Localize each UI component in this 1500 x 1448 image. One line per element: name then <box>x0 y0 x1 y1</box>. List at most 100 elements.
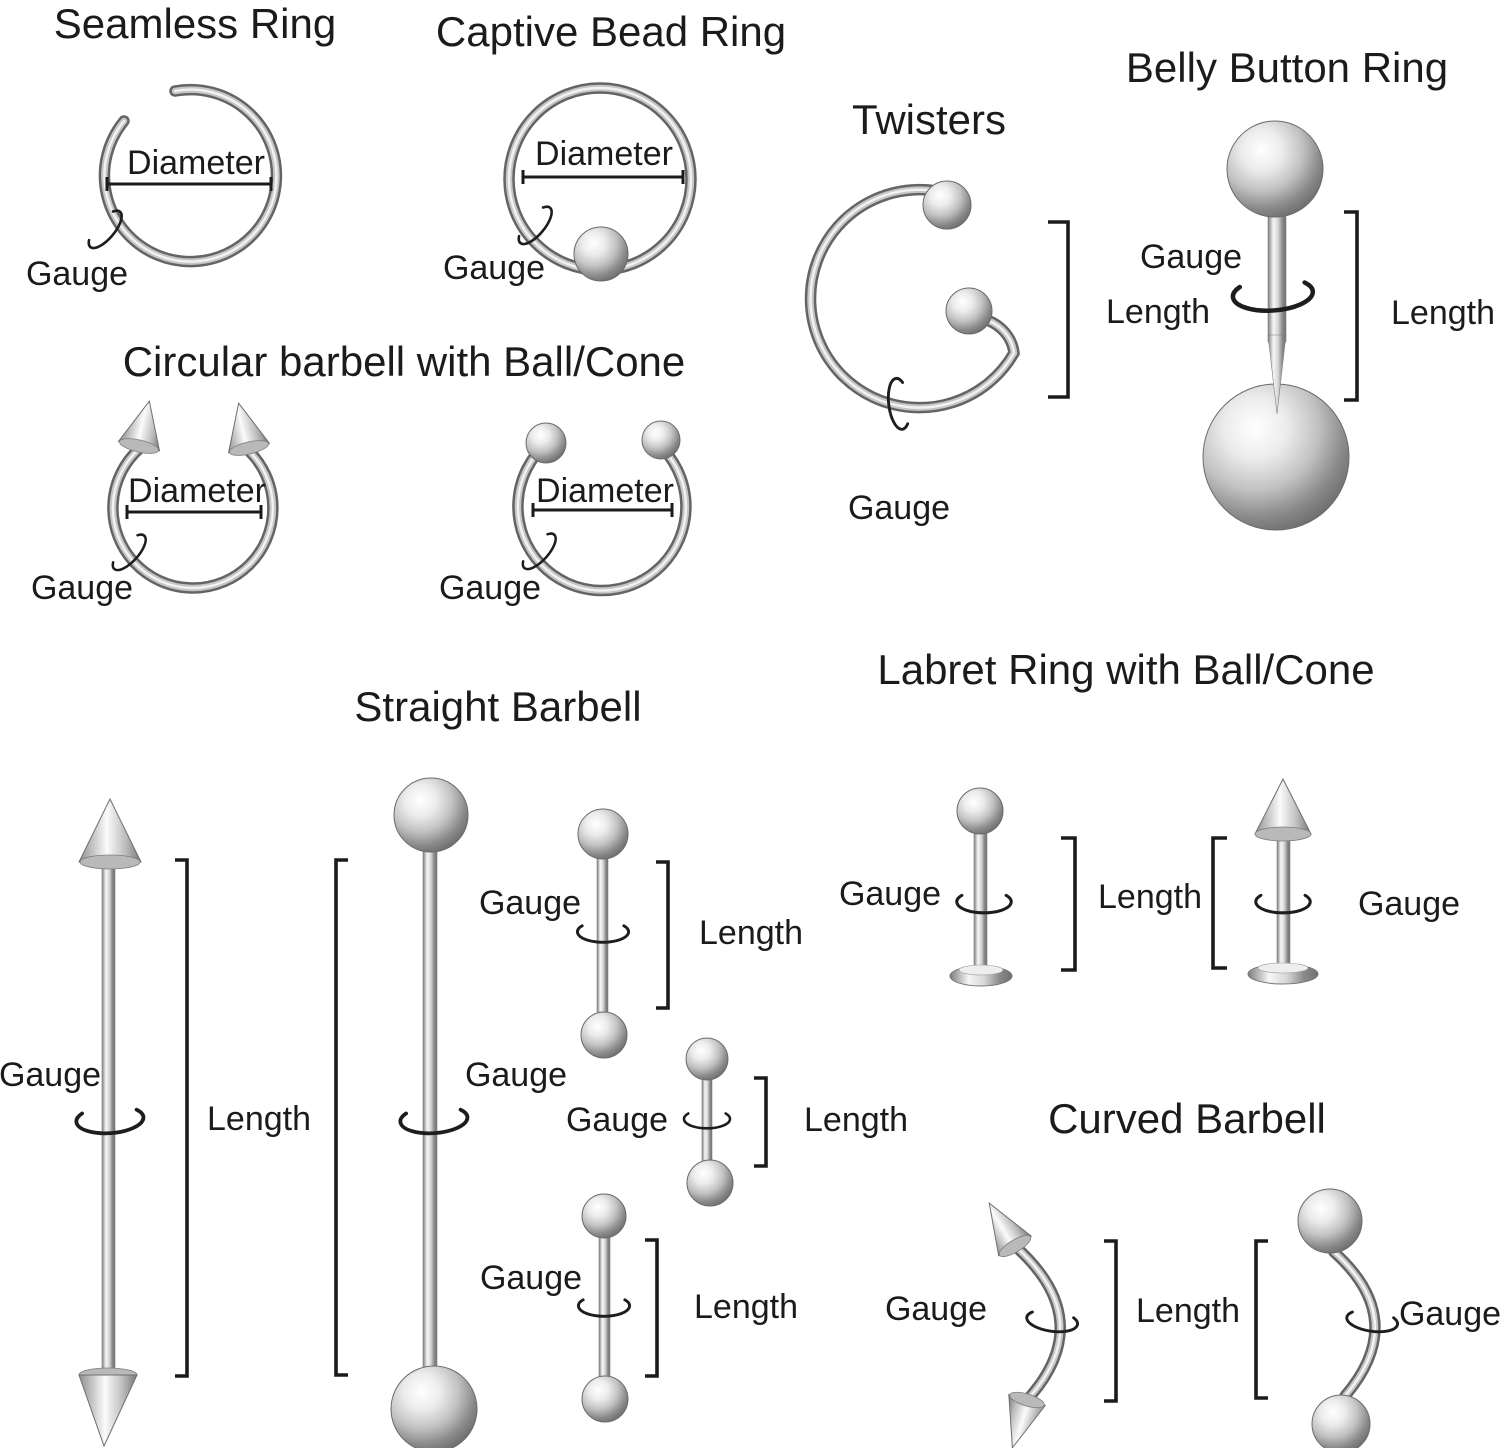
horseshoe-ball-diameter-line <box>531 503 674 517</box>
small-barbell-bottom-length-label: Length <box>694 1288 798 1326</box>
curved-bottom-ball <box>1311 1394 1371 1448</box>
small-barbell-middle-gauge-label: Gauge <box>566 1101 668 1139</box>
belly-length-bracket <box>1344 210 1359 402</box>
belly-gauge-label: Gauge <box>1140 238 1242 276</box>
labret-top-ball <box>956 787 1004 835</box>
belly-button-ring-figure <box>1202 120 1350 531</box>
captive-bead <box>573 226 629 282</box>
small-barbell-top-figure <box>577 808 629 1059</box>
small-barbell-top-length-bracket <box>656 860 670 1010</box>
twisters-length-bracket <box>1048 220 1070 399</box>
twisters-section: Twisters Length Gauge <box>811 96 1210 527</box>
straight-barbell-title: Straight Barbell <box>354 683 641 730</box>
labret-gauge-left-label: Gauge <box>839 875 941 913</box>
circular-barbell-title: Circular barbell with Ball/Cone <box>123 338 686 385</box>
twisters-gauge-label: Gauge <box>848 489 950 527</box>
small-barbell-middle-figure <box>685 1037 734 1207</box>
small-barbell-middle-stem <box>701 1075 713 1165</box>
belly-top-ball <box>1226 120 1324 218</box>
small-barbell-top-upper-ball <box>577 808 629 860</box>
seamless-gauge-label: Gauge <box>26 255 128 293</box>
belly-stem-tip <box>1267 334 1287 415</box>
horseshoe-left-ball <box>525 422 567 464</box>
small-barbell-top-lower-ball <box>580 1011 628 1059</box>
captive-gauge-label: Gauge <box>443 249 545 287</box>
belly-length-label: Length <box>1391 294 1495 332</box>
industrial-bottom-ball <box>390 1365 478 1448</box>
small-barbell-top-stem <box>596 855 609 1013</box>
labret-ball-figure <box>949 787 1013 987</box>
curved-gauge-right-label: Gauge <box>1399 1295 1500 1333</box>
small-barbell-middle-lower-ball <box>686 1159 734 1207</box>
curved-barbell-ball-figure <box>1297 1188 1375 1448</box>
seamless-diameter-label: Diameter <box>127 144 265 182</box>
curved-gauge-left-label: Gauge <box>885 1290 987 1328</box>
industrial-bottom-cone <box>78 1374 138 1448</box>
small-barbell-bottom-figure <box>581 1193 629 1423</box>
twister-inner-ball <box>945 287 993 335</box>
seamless-ring-title: Seamless Ring <box>54 0 336 47</box>
industrial-length-bracket-left <box>175 858 189 1378</box>
horseshoe-cone-diameter-label: Diameter <box>128 472 266 510</box>
captive-bead-ring-title: Captive Bead Ring <box>436 8 786 55</box>
twister-outer-ball <box>922 180 972 230</box>
labret-length-bracket-left <box>1061 836 1077 972</box>
labret-ball-disc-top <box>958 964 1004 976</box>
curved-barbell-cone-figure <box>988 1201 1060 1448</box>
horseshoe-cone-gauge-label: Gauge <box>31 569 133 607</box>
horseshoe-cone-wire-mid <box>113 448 273 588</box>
twisters-title: Twisters <box>852 96 1006 143</box>
belly-button-ring-section: Belly Button Ring Gauge Length <box>1126 44 1495 531</box>
captive-bead-ring-section: Captive Bead Ring Diameter Gauge <box>436 8 786 287</box>
industrial-ball-stem <box>422 847 438 1373</box>
labret-length-bracket-right <box>1211 836 1227 970</box>
small-barbell-bottom-gauge-label: Gauge <box>480 1259 582 1297</box>
small-barbell-bottom-upper-ball <box>581 1193 627 1239</box>
horseshoe-right-ball <box>641 420 681 460</box>
horseshoe-ball-gauge-label: Gauge <box>439 569 541 607</box>
labret-ring-title: Labret Ring with Ball/Cone <box>877 646 1374 693</box>
curved-top-cone <box>988 1201 1033 1258</box>
labret-cone-disc-top <box>1257 962 1309 974</box>
industrial-length-bracket-right <box>334 858 348 1377</box>
circular-barbell-section: Circular barbell with Ball/Cone Diameter… <box>31 338 686 607</box>
small-barbell-middle-upper-ball <box>685 1037 729 1081</box>
labret-gauge-right-label: Gauge <box>1358 885 1460 923</box>
small-barbell-bottom-length-bracket <box>645 1238 659 1378</box>
curved-bottom-cone <box>1008 1391 1047 1448</box>
industrial-barbell-ball-figure <box>390 777 478 1448</box>
small-barbell-bottom-stem <box>598 1235 611 1379</box>
curved-barbell-section: Curved Barbell Gauge Length <box>885 1095 1500 1448</box>
labret-top-cone <box>1254 777 1312 835</box>
rotation-gauge-icon <box>1023 1309 1080 1337</box>
twisters-length-label: Length <box>1106 293 1210 331</box>
curved-top-ball <box>1297 1188 1363 1254</box>
horseshoe-ball-wire-mid <box>518 443 686 591</box>
labret-ball-stem <box>973 829 988 973</box>
belly-stem <box>1267 209 1287 343</box>
captive-diameter-line <box>521 170 685 184</box>
labret-cone-stem <box>1276 835 1291 969</box>
industrial-cone-gauge-label: Gauge <box>0 1056 101 1094</box>
horseshoe-ball-diameter-label: Diameter <box>536 472 674 510</box>
industrial-length-label: Length <box>207 1100 311 1138</box>
captive-diameter-label: Diameter <box>535 135 673 173</box>
seamless-diameter-line <box>105 177 273 191</box>
circular-barbell-ball-figure <box>518 420 686 591</box>
small-barbell-bottom-lower-ball <box>581 1375 629 1423</box>
small-barbell-top-length-label: Length <box>699 914 803 952</box>
industrial-top-ball <box>393 777 469 853</box>
labret-length-label: Length <box>1098 878 1202 916</box>
straight-barbell-section: Straight Barbell Gauge Length Gauge Gau <box>0 683 908 1448</box>
curved-barbell-title: Curved Barbell <box>1048 1095 1326 1142</box>
belly-button-ring-title: Belly Button Ring <box>1126 44 1448 91</box>
industrial-cone-stem <box>101 859 116 1377</box>
small-barbell-top-gauge-label: Gauge <box>479 884 581 922</box>
captive-bead-ring-figure <box>509 88 691 282</box>
curved-length-label: Length <box>1136 1292 1240 1330</box>
horseshoe-right-cone <box>227 402 271 456</box>
industrial-barbell-cone-figure <box>78 797 142 1448</box>
curved-length-bracket-right <box>1254 1239 1268 1400</box>
